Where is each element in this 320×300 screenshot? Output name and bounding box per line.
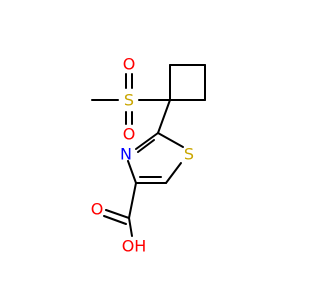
bond-c4-n3 (127, 160, 137, 184)
atom-sulfur-ring: S (184, 145, 194, 164)
molecule-drawing: S O O N S O OH (91, 55, 206, 256)
atom-sulfur-sulfonyl: S (124, 91, 134, 110)
atom-oxygen-bottom: O (123, 125, 136, 144)
bond-c2-n3-a (135, 132, 159, 150)
bond-cb-c2 (157, 99, 171, 134)
bond-c2-n3-b (137, 139, 155, 153)
bond-c-o-carbonyl-b (103, 215, 127, 225)
bond-s1-c5 (165, 162, 182, 184)
bond-c-oh (128, 217, 133, 237)
atom-oxygen-top: O (123, 55, 136, 74)
atom-nitrogen-ring: N (120, 145, 132, 164)
atom-hydroxyl: OH (122, 237, 147, 256)
structure-canvas: S O O N S O OH (91, 55, 206, 256)
bond-c4-ccooh (128, 182, 137, 219)
bond-c-o-carbonyl-a (105, 209, 130, 219)
atom-oxygen-carbonyl: O (91, 200, 104, 219)
bond-c2-s1 (157, 132, 184, 148)
